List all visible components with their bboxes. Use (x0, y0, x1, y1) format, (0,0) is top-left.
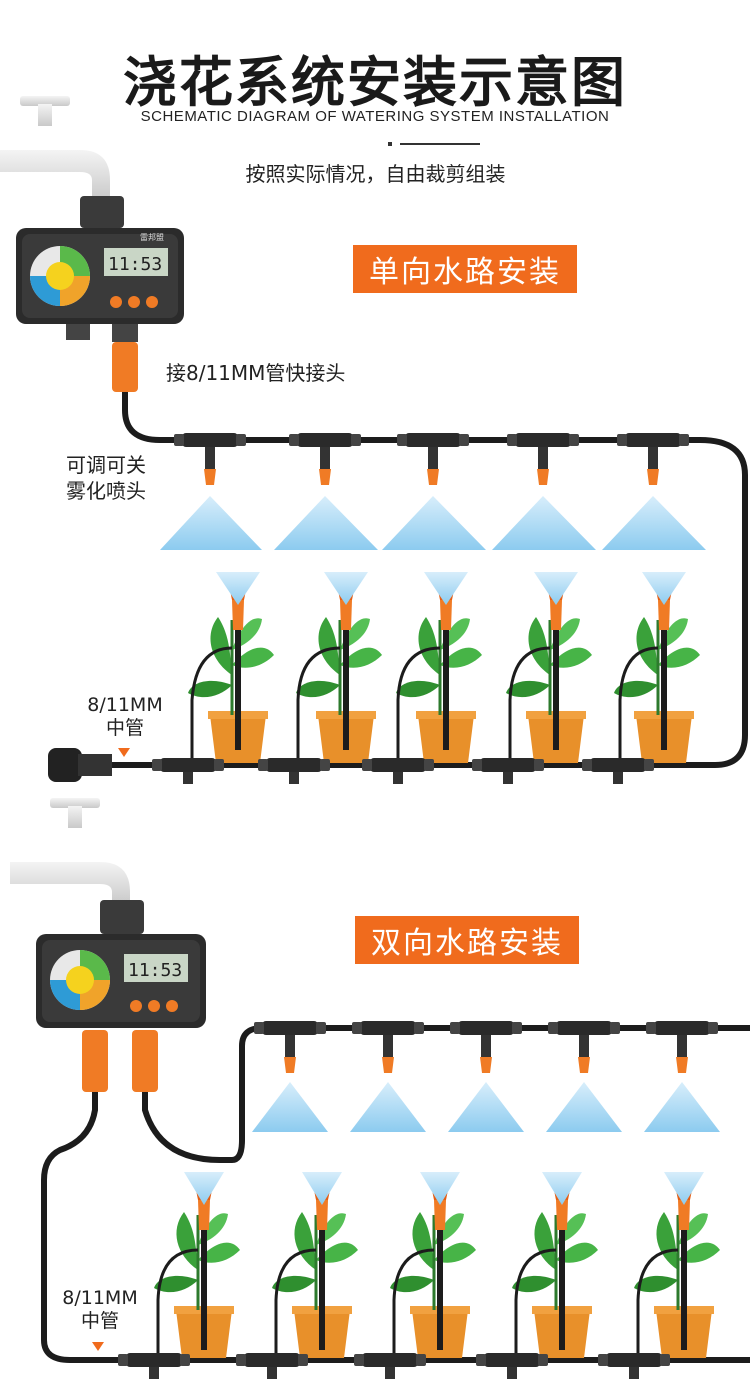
pipe-label-1: 8/11MM 中管 (60, 694, 190, 740)
plant-row-1 (152, 572, 702, 784)
controller-1 (16, 196, 184, 342)
page-subtitle: SCHEMATIC DIAGRAM OF WATERING SYSTEM INS… (140, 108, 610, 125)
faucet-1 (0, 96, 110, 200)
sprayer-row-2 (252, 1021, 720, 1132)
faucet-2 (10, 798, 130, 904)
nozzle-label: 可调可关 雾化喷头 (66, 452, 146, 504)
pipe-label-1-line2: 中管 (105, 717, 144, 739)
connector-label: 接8/11MM管快接头 (166, 361, 346, 385)
assembly-note: 按照实际情况，自由裁剪组装 (245, 162, 506, 186)
section2-badge: 双向水路安装 (355, 916, 579, 964)
device-display-1: 11:53 (108, 254, 162, 275)
pipe-pointer-1 (118, 748, 130, 757)
divider (388, 142, 480, 146)
device-display-2: 11:53 (128, 960, 182, 981)
nozzle-label-line2: 雾化喷头 (66, 479, 146, 503)
page-title: 浇花系统安装示意图 (123, 51, 627, 114)
sprayer-row-1 (160, 433, 706, 550)
pipe-pointer-2 (92, 1342, 104, 1351)
pipe-label-1-line1: 8/11MM (87, 694, 163, 716)
section1-badge: 单向水路安装 (353, 245, 577, 293)
plant-row-2 (118, 1172, 722, 1379)
pipe-label-2-line2: 中管 (80, 1310, 119, 1332)
controller-2 (36, 900, 206, 1028)
pipe-label-2: 8/11MM 中管 (40, 1287, 160, 1333)
pipe-label-2-line1: 8/11MM (62, 1287, 138, 1309)
device-brand-1: 雷邦盟 (140, 232, 164, 242)
nozzle-label-line1: 可调可关 (66, 453, 146, 477)
